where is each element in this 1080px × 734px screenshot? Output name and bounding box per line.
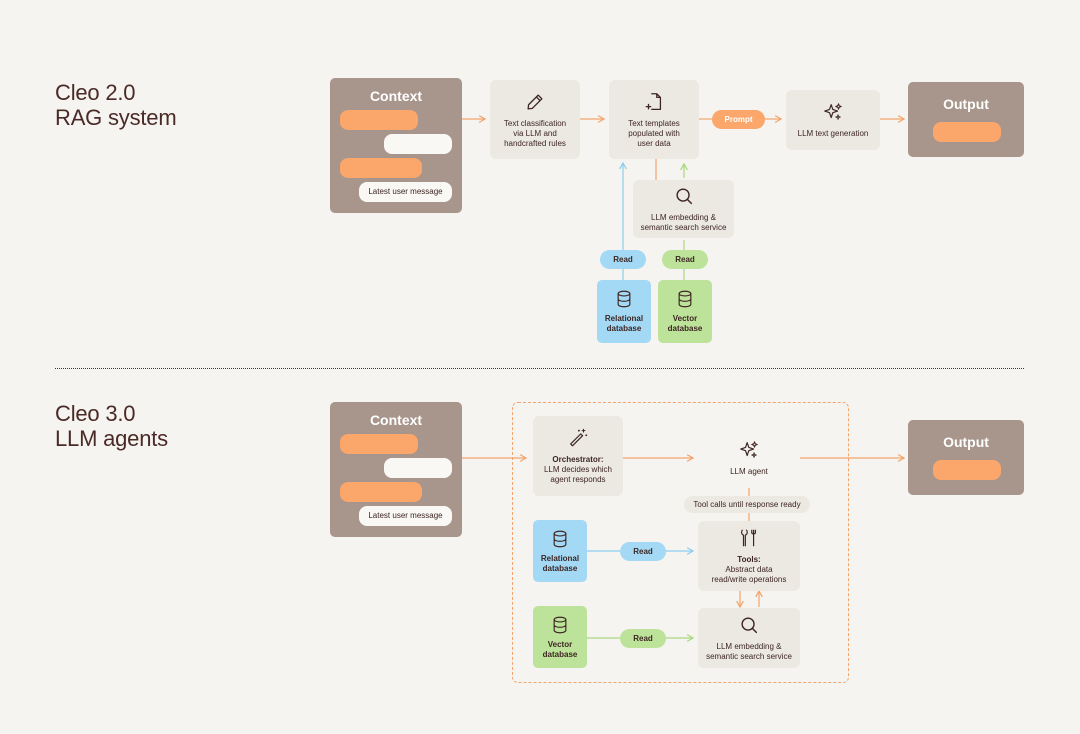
- rag-embedding-label: LLM embedding & semantic search service: [640, 213, 727, 232]
- output-bubble: [933, 460, 1001, 480]
- orchestrator-label: LLM decides which agent responds: [543, 465, 613, 484]
- orchestrator-title: Orchestrator:: [552, 455, 604, 464]
- tools-icon: [740, 529, 757, 547]
- search-icon: [741, 617, 758, 634]
- tools-label: Abstract data read/write operations: [711, 565, 787, 584]
- document-add-icon: [645, 92, 662, 110]
- rag-vector-db-label: Vector database: [667, 314, 703, 333]
- agents-read-pill-relational: Read: [620, 542, 666, 561]
- llm-text-generation-label: LLM text generation: [797, 129, 869, 138]
- pencil-icon: [527, 93, 543, 110]
- rag-output-box: Output: [908, 82, 1024, 157]
- agents-context-box: Context Latest user message: [330, 402, 462, 537]
- llm-text-generation-node: LLM text generation: [786, 90, 880, 150]
- tools-title: Tools:: [737, 555, 761, 564]
- agents-context-title: Context: [369, 412, 423, 428]
- output-bubble: [933, 122, 1001, 142]
- llm-agent-label: LLM agent: [730, 467, 768, 476]
- rag-vector-database: Vector database: [658, 280, 712, 343]
- sparkles-icon: [824, 103, 842, 120]
- agents-relational-database: Relational database: [533, 520, 587, 582]
- rag-context-box: Context Latest user message: [330, 78, 462, 213]
- tool-calls-note: Tool calls until response ready: [684, 496, 810, 513]
- database-icon: [678, 290, 692, 308]
- context-bubble-white: [384, 458, 452, 478]
- magic-wand-icon: [570, 428, 588, 447]
- context-bubble-orange: [340, 434, 418, 454]
- text-classification-label: Text classification via LLM and handcraf…: [503, 118, 567, 148]
- sparkles-icon: [740, 441, 758, 458]
- agents-output-box: Output: [908, 420, 1024, 495]
- agent-boundary-frame: [512, 402, 849, 683]
- search-icon: [675, 188, 692, 205]
- text-templates-label: Text templates populated with user data: [628, 118, 680, 148]
- database-icon: [553, 616, 567, 633]
- context-bubble-orange: [340, 482, 422, 502]
- rag-section-title: Cleo 2.0 RAG system: [55, 80, 177, 130]
- context-bubble-orange: [340, 158, 422, 178]
- rag-read-pill-vector: Read: [662, 250, 708, 269]
- rag-embedding-node: LLM embedding & semantic search service: [633, 180, 734, 238]
- context-bubble-white: [384, 134, 452, 154]
- rag-read-pill-relational: Read: [600, 250, 646, 269]
- agents-vector-database: Vector database: [533, 606, 587, 668]
- text-classification-node: Text classification via LLM and handcraf…: [490, 80, 580, 159]
- database-icon: [617, 290, 631, 308]
- prompt-pill: Prompt: [712, 110, 765, 129]
- text-templates-node: Text templates populated with user data: [609, 80, 699, 159]
- rag-output-title: Output: [943, 96, 989, 112]
- agents-output-title: Output: [943, 434, 989, 450]
- rag-relational-db-label: Relational database: [604, 314, 644, 333]
- database-icon: [553, 530, 567, 547]
- llm-agent-node: LLM agent: [698, 428, 800, 488]
- agents-vector-db-label: Vector database: [542, 639, 578, 659]
- agents-section-title: Cleo 3.0 LLM agents: [55, 401, 168, 451]
- latest-user-message: Latest user message: [359, 506, 452, 526]
- latest-user-message: Latest user message: [359, 182, 452, 202]
- context-bubble-orange: [340, 110, 418, 130]
- agents-embedding-node: LLM embedding & semantic search service: [698, 608, 800, 668]
- rag-relational-database: Relational database: [597, 280, 651, 343]
- agents-embedding-label: LLM embedding & semantic search service: [706, 642, 792, 661]
- tools-node: Tools:Abstract data read/write operation…: [698, 521, 800, 591]
- orchestrator-node: Orchestrator:LLM decides which agent res…: [533, 416, 623, 496]
- agents-relational-db-label: Relational database: [540, 553, 580, 573]
- rag-context-title: Context: [369, 88, 423, 104]
- agents-read-pill-vector: Read: [620, 629, 666, 648]
- section-divider: [55, 368, 1024, 369]
